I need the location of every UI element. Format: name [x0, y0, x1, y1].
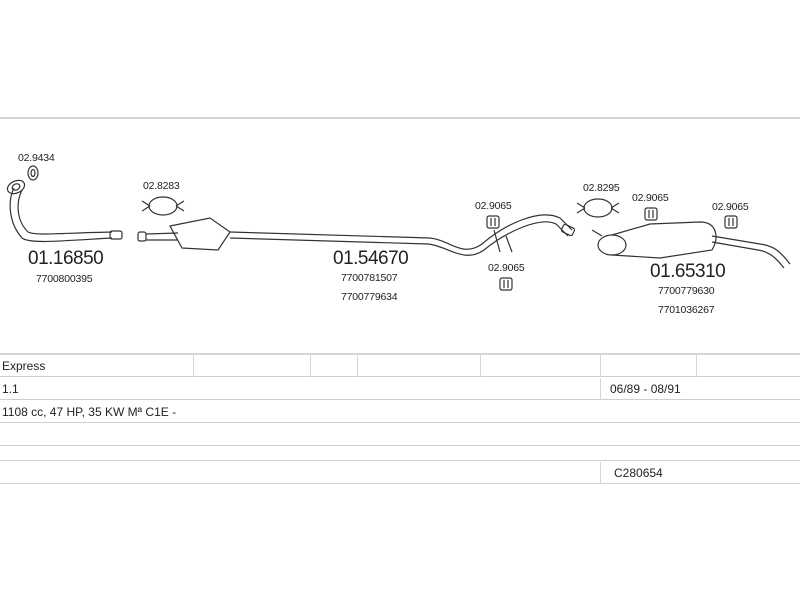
- clamp-icon: [141, 196, 185, 216]
- table-column-divider: [480, 355, 481, 377]
- mid-hanger-top-part-number: 02.9065: [475, 200, 512, 212]
- rear-clamp-icon: [576, 198, 620, 218]
- engine-cell: 1.1: [2, 382, 19, 396]
- rear-clamp-part-number: 02.8295: [583, 182, 620, 194]
- front-clamp-part-number: 02.8283: [143, 180, 180, 192]
- rear-silencer-oem-number-2: 7701036267: [658, 304, 715, 316]
- table-row-code: C280654: [0, 462, 800, 484]
- rear-hanger-b-part-number: 02.9065: [712, 201, 749, 213]
- table-row-specs: 1108 cc, 47 HP, 35 KW Mª C1E -: [0, 401, 800, 423]
- top-divider: [0, 117, 800, 119]
- table-column-divider: [600, 378, 601, 400]
- front-pipe: [6, 179, 123, 243]
- model-cell: Express: [2, 359, 46, 373]
- mid-hanger-bottom-part-number: 02.9065: [488, 262, 525, 274]
- table-row-model: Express: [0, 355, 800, 377]
- middle-silencer-oem-number-1: 7700781507: [341, 272, 398, 284]
- middle-silencer-oem-number-2: 7700779634: [341, 291, 398, 303]
- rear-silencer-oem-number-1: 7700779630: [658, 285, 715, 297]
- gasket-icon: [27, 165, 39, 181]
- hanger-icon-rear-b: [724, 215, 738, 229]
- table-column-divider: [600, 462, 601, 484]
- front-pipe-part-number: 01.16850: [28, 248, 104, 269]
- table-top-border: [0, 353, 800, 355]
- specs-cell: 1108 cc, 47 HP, 35 KW Mª C1E -: [2, 405, 177, 419]
- table-column-divider: [193, 355, 194, 377]
- table-column-divider: [696, 355, 697, 377]
- exhaust-system-diagram: [6, 165, 791, 291]
- rear-hanger-a-part-number: 02.9065: [632, 192, 669, 204]
- middle-silencer-part-number: 01.54670: [333, 248, 409, 269]
- front-pipe-oem-number: 7700800395: [36, 273, 93, 285]
- years-cell: 06/89 - 08/91: [610, 382, 681, 396]
- gasket-part-number: 02.9434: [18, 152, 55, 164]
- rear-silencer-part-number: 01.65310: [650, 261, 726, 282]
- rear-silencer: [591, 221, 791, 269]
- middle-silencer: [137, 214, 576, 256]
- table-row-spacer: [0, 440, 800, 461]
- code-cell: C280654: [614, 466, 663, 480]
- hanger-icon-rear-a: [644, 207, 658, 221]
- table-column-divider: [310, 355, 311, 377]
- table-column-divider: [357, 355, 358, 377]
- table-row-empty: [0, 424, 800, 446]
- hanger-bracket-mid: [493, 229, 513, 253]
- hanger-icon-mid-top: [486, 215, 500, 229]
- table-row-engine: 1.1 06/89 - 08/91: [0, 378, 800, 400]
- table-column-divider: [600, 355, 601, 377]
- hanger-icon-mid-bottom: [499, 277, 513, 291]
